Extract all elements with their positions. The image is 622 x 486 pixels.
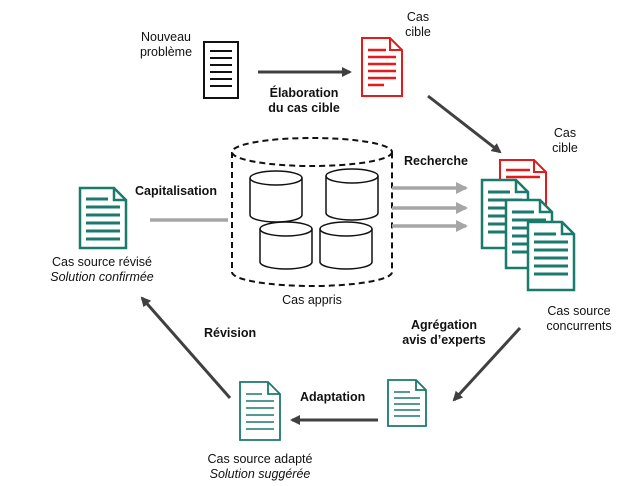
target-case-right-label: Cas cible — [543, 126, 587, 156]
stored-case-cylinder-icon — [325, 168, 379, 221]
revised-source-case-label: Cas source révisé Solution confirmée — [34, 255, 170, 285]
revised-source-case-document-icon — [78, 186, 128, 250]
case-base-cylinder-icon — [231, 137, 393, 287]
capitalisation-label: Capitalisation — [135, 184, 217, 198]
target-to-retrieval-arrow — [427, 94, 502, 154]
adapted-source-case-label: Cas source adapté Solution suggérée — [190, 452, 330, 482]
elaboration-label-line: du cas cible — [268, 101, 340, 115]
target-case-right-label-line: Cas — [553, 126, 577, 140]
competing-source-cases-label-line: Cas source — [547, 304, 611, 318]
recherche-label: Recherche — [404, 154, 468, 168]
target-case-top-label-line: cible — [405, 25, 431, 39]
aggregation-arrow — [452, 326, 522, 402]
revision-label: Révision — [204, 326, 257, 340]
new-problem-label-line: Nouveau — [140, 30, 192, 44]
adapted-source-case-document-icon — [239, 381, 281, 441]
confirmed-solution-label: Solution confirmée — [50, 270, 154, 284]
aggregation-label-line: Agrégation — [411, 318, 477, 332]
elaboration-label: Élaboration du cas cible — [262, 86, 346, 116]
adapted-source-case-title: Cas source adapté — [207, 452, 313, 466]
elaboration-label-line: Élaboration — [269, 86, 339, 100]
aggregation-label-line: avis d’experts — [402, 333, 486, 347]
competing-source-cases-label-line: concurrents — [546, 319, 612, 333]
target-case-right-label-line: cible — [552, 141, 578, 155]
stored-case-cylinder-icon — [249, 170, 303, 223]
new-problem-label: Nouveau problème — [136, 30, 196, 60]
adaptation-label: Adaptation — [300, 390, 366, 404]
target-case-top-label: Cas cible — [396, 10, 440, 40]
target-case-top-label-line: Cas — [406, 10, 430, 24]
new-problem-label-line: problème — [139, 45, 193, 59]
stored-case-cylinder-icon — [259, 221, 313, 270]
revision-arrow — [140, 296, 232, 399]
stored-case-cylinder-icon — [319, 221, 373, 270]
target-case-document-icon — [361, 37, 403, 97]
retrieved-cases-stack-icon — [480, 159, 576, 292]
suggested-solution-label: Solution suggérée — [209, 467, 311, 481]
competing-source-cases-label: Cas source concurrents — [540, 304, 618, 334]
aggregation-label: Agrégation avis d’experts — [396, 318, 492, 348]
revised-source-case-title: Cas source révisé — [51, 255, 153, 269]
aggregated-source-case-document-icon — [387, 379, 427, 427]
case-base-label: Cas appris — [282, 293, 342, 307]
new-problem-document-icon — [203, 41, 239, 99]
